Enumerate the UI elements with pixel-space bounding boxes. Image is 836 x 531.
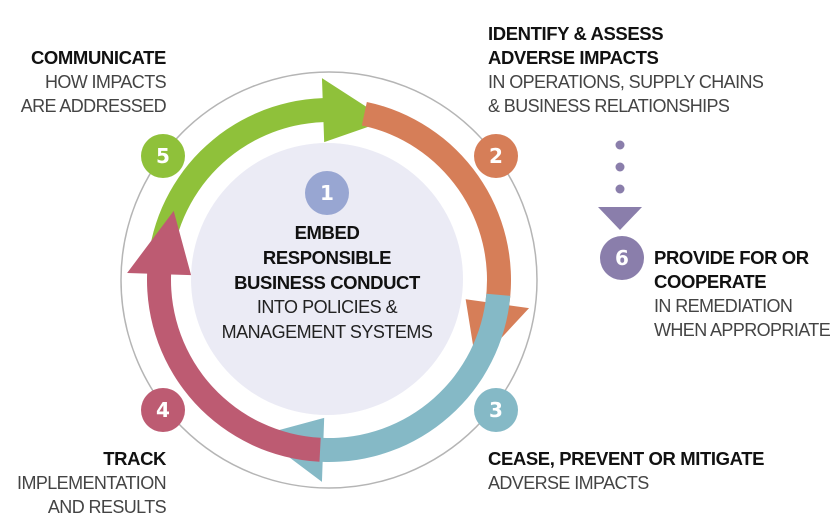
step-6-number: 6	[615, 246, 629, 270]
step-6-badge: 6	[600, 236, 644, 280]
step-6-title-line: PROVIDE FOR OR	[654, 247, 809, 268]
step-4-label: TRACK IMPLEMENTATION AND RESULTS	[0, 447, 167, 519]
dotted-arrow-down-icon	[598, 140, 642, 230]
step-3-number: 3	[489, 398, 503, 422]
step-4-sub-line: IMPLEMENTATION	[17, 473, 167, 493]
step-3-title-line: CEASE, PREVENT OR MITIGATE	[488, 448, 765, 469]
step-6-label: PROVIDE FOR OR COOPERATE IN REMEDIATION …	[654, 246, 831, 342]
step-2-label: IDENTIFY & ASSESS ADVERSE IMPACTS IN OPE…	[488, 22, 764, 118]
step-1-sub-line: MANAGEMENT SYSTEMS	[221, 322, 433, 342]
step-4-number: 4	[156, 398, 170, 422]
step-1-title-line: RESPONSIBLE	[262, 247, 392, 268]
step-1-number: 1	[320, 181, 334, 205]
step-2-sub-line: IN OPERATIONS, SUPPLY CHAINS	[488, 72, 764, 92]
step-5-title-line: COMMUNICATE	[30, 47, 166, 68]
step-2-number: 2	[489, 144, 503, 168]
step-2-title-line: IDENTIFY & ASSESS	[488, 23, 664, 44]
step-4-title-line: TRACK	[103, 448, 166, 469]
step-5-badge: 5	[141, 134, 185, 178]
step-1-title-line: BUSINESS CONDUCT	[234, 272, 420, 293]
step-2-sub-line: & BUSINESS RELATIONSHIPS	[488, 96, 730, 116]
center-disc	[191, 143, 463, 415]
step-3-label: CEASE, PREVENT OR MITIGATE ADVERSE IMPAC…	[488, 447, 764, 495]
step-5-sub-line: ARE ADDRESSED	[20, 96, 167, 116]
step-4-arrow-icon	[127, 210, 321, 462]
step-5-label: COMMUNICATE HOW IMPACTS ARE ADDRESSED	[0, 46, 167, 118]
step-1-title-line: EMBED	[294, 222, 360, 243]
step-1-sub-line: INTO POLICIES &	[256, 297, 398, 317]
step-5-sub-line: HOW IMPACTS	[44, 72, 167, 92]
step-6-sub-line: IN REMEDIATION	[654, 296, 793, 316]
step-4-badge: 4	[141, 388, 185, 432]
outer-ring	[120, 71, 538, 489]
step-4-sub-line: AND RESULTS	[47, 497, 167, 517]
step-1-label: EMBED RESPONSIBLE BUSINESS CONDUCT INTO …	[197, 220, 457, 345]
step-5-number: 5	[156, 144, 170, 168]
step-5-arrow-icon	[147, 78, 388, 275]
step-2-title-line: ADVERSE IMPACTS	[488, 47, 659, 68]
step-2-badge: 2	[474, 134, 518, 178]
step-3-badge: 3	[474, 388, 518, 432]
step-6-sub-line: WHEN APPROPRIATE	[654, 320, 831, 340]
step-1-badge: 1	[305, 171, 349, 215]
step-3-sub-line: ADVERSE IMPACTS	[488, 473, 649, 493]
step-3-arrow-icon	[259, 293, 511, 482]
step-6-title-line: COOPERATE	[654, 271, 767, 292]
